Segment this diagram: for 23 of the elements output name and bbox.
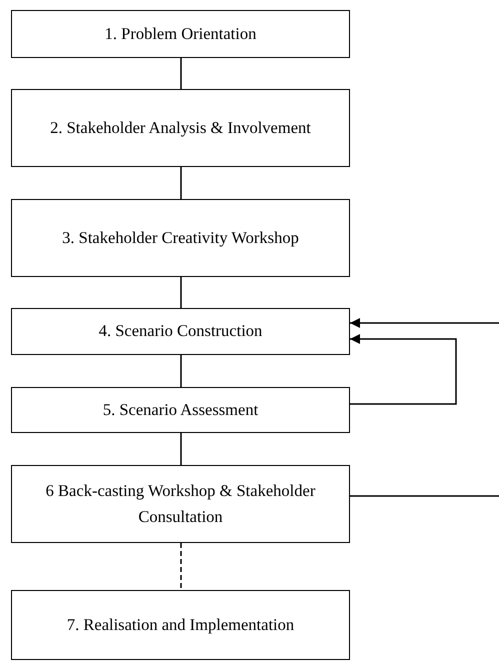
connector-line	[180, 543, 182, 590]
process-box	[11, 10, 350, 58]
step-label: 5. Scenario Assessment	[102, 398, 260, 421]
process-box	[11, 590, 350, 660]
connector-line	[350, 495, 499, 497]
process-box	[11, 89, 350, 167]
step-label: 7. Realisation and Implementation	[66, 614, 296, 636]
connector-line	[180, 433, 182, 465]
connector-line	[350, 318, 499, 328]
step-label: 3. Stakeholder Creativity Workshop	[61, 226, 300, 249]
process-box	[11, 465, 350, 543]
step-label: 4. Scenario Construction	[98, 320, 264, 342]
process-box	[11, 199, 350, 277]
process-box	[11, 387, 350, 433]
step-label: 1. Problem Orientation	[104, 22, 258, 45]
connector-line	[180, 58, 182, 89]
connector-line	[350, 334, 457, 405]
connector-line	[180, 277, 182, 308]
step-label: 6 Back-casting Workshop & Stakeholder Consultation	[44, 480, 316, 528]
step-label: 2. Stakeholder Analysis & Involvement	[49, 116, 312, 139]
connector-line	[180, 167, 182, 199]
connector-line	[180, 355, 182, 387]
process-box	[11, 308, 350, 355]
